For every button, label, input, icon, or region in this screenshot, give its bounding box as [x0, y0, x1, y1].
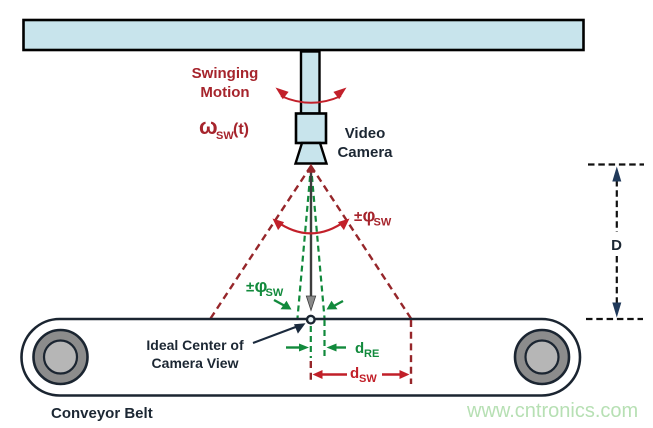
svg-text:SW: SW [266, 287, 284, 299]
svg-text:Ideal Center of: Ideal Center of [146, 337, 244, 353]
svg-text:ω: ω [199, 114, 218, 139]
svg-text:SW: SW [359, 373, 377, 385]
svg-text:Camera View: Camera View [152, 355, 239, 371]
svg-text:(t): (t) [233, 121, 249, 138]
svg-text:RE: RE [364, 348, 379, 360]
svg-text:SW: SW [216, 130, 234, 142]
svg-text:d: d [350, 365, 359, 382]
svg-text:Motion: Motion [200, 84, 249, 101]
svg-text:φ: φ [255, 276, 268, 296]
svg-text:d: d [355, 340, 364, 357]
svg-text:±: ± [354, 208, 362, 225]
svg-text:SW: SW [374, 217, 392, 229]
svg-text:Swinging: Swinging [192, 65, 259, 82]
svg-text:φ: φ [363, 206, 376, 226]
svg-text:Conveyor Belt: Conveyor Belt [51, 405, 153, 422]
svg-text:Camera: Camera [337, 144, 393, 161]
svg-text:Video: Video [345, 125, 386, 142]
svg-text:www.cntronics.com: www.cntronics.com [466, 400, 638, 422]
svg-text:±: ± [246, 279, 254, 296]
svg-text:D: D [611, 237, 622, 254]
